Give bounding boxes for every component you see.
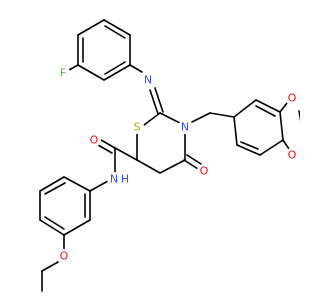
- fluorine-label: F: [60, 67, 66, 80]
- bonds: [39, 19, 300, 292]
- ring-nitrogen-label: N: [181, 121, 189, 134]
- amide-hydrogen-atom: H: [119, 173, 131, 186]
- carbonyl-oxygen-atom: O: [197, 164, 211, 178]
- atom-labels: F N S N O O N H: [56, 66, 299, 263]
- chemical-structure: F N S N O O N H: [39, 19, 300, 292]
- imine-nitrogen-atom: N: [141, 73, 155, 87]
- amide-oxygen-atom: O: [87, 133, 101, 147]
- dioxole-oxygen-2-label: O: [288, 149, 297, 162]
- carbonyl-oxygen-label: O: [200, 165, 209, 178]
- amide-oxygen-label: O: [90, 134, 99, 147]
- dioxole-oxygen-2-atom: O: [285, 148, 299, 162]
- amide-nitrogen-atom: N: [107, 172, 121, 186]
- ring-nitrogen-atom: N: [178, 120, 192, 134]
- imine-nitrogen-label: N: [144, 74, 152, 87]
- dioxole-oxygen-1-atom: O: [285, 91, 299, 105]
- amide-hydrogen-label: H: [121, 173, 129, 186]
- amide-nitrogen-label: N: [110, 173, 118, 186]
- ether-oxygen-label: O: [60, 250, 69, 263]
- fluorine-atom: F: [56, 66, 70, 80]
- sulfur-label: S: [134, 121, 141, 134]
- dioxole-oxygen-1-label: O: [288, 92, 297, 105]
- sulfur-atom: S: [130, 120, 144, 134]
- ether-oxygen-atom: O: [57, 249, 71, 263]
